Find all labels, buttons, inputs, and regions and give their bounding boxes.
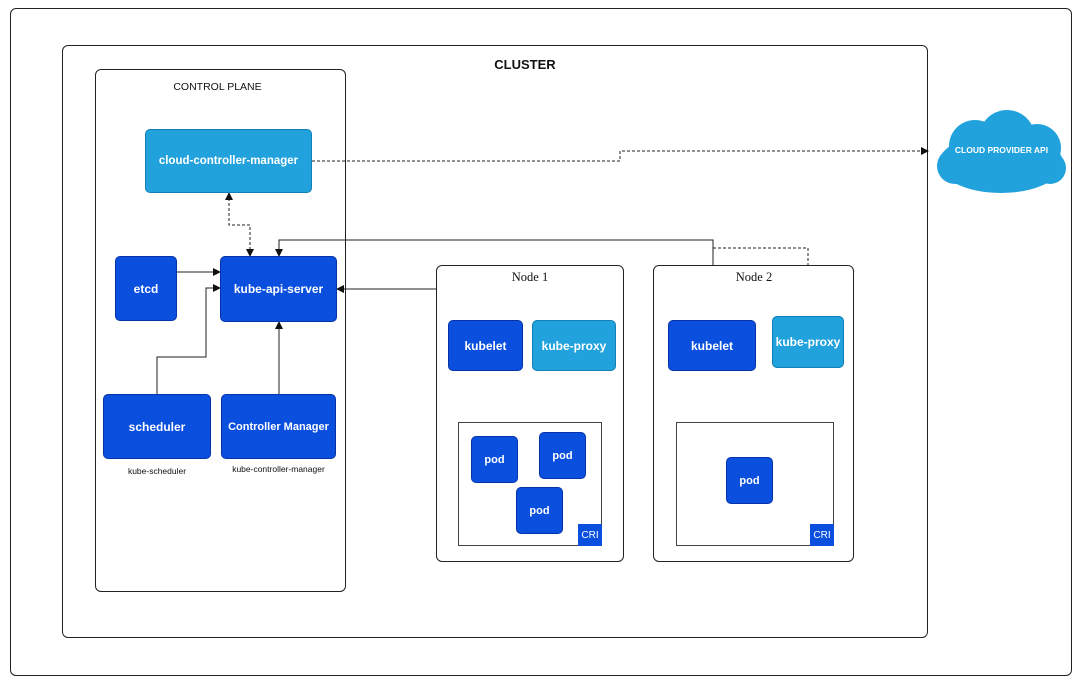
node2-kube-proxy-box[interactable]: kube-proxy (772, 316, 844, 368)
node1-kube-proxy-box[interactable]: kube-proxy (532, 320, 616, 371)
etcd-box[interactable]: etcd (115, 256, 177, 321)
cloud-icon (937, 110, 1066, 193)
cloud-provider-label: CLOUD PROVIDER API (954, 145, 1049, 155)
node2-title: Node 2 (735, 270, 773, 284)
cluster-title: CLUSTER (494, 57, 556, 72)
node1-kubelet-box[interactable]: kubelet (448, 320, 523, 371)
control-plane-title: CONTROL PLANE (173, 81, 262, 93)
node2-cri-badge: CRI (810, 524, 834, 546)
controller-manager-box[interactable]: Controller Manager (221, 394, 336, 459)
node2-kubelet-box[interactable]: kubelet (668, 320, 756, 371)
node1-cri-badge: CRI (578, 524, 602, 546)
cloud-controller-manager-box[interactable]: cloud-controller-manager (145, 129, 312, 193)
node1-title: Node 1 (511, 270, 549, 284)
node1-pod[interactable]: pod (471, 436, 518, 483)
controller-manager-caption: kube-controller-manager (232, 464, 325, 474)
kube-api-server-box[interactable]: kube-api-server (220, 256, 337, 322)
scheduler-caption: kube-scheduler (127, 466, 187, 476)
node2-pod[interactable]: pod (726, 457, 773, 504)
cloud-provider-api[interactable]: CLOUD PROVIDER API (935, 108, 1068, 201)
node1-pod[interactable]: pod (516, 487, 563, 534)
scheduler-box[interactable]: scheduler (103, 394, 211, 459)
node1-pod[interactable]: pod (539, 432, 586, 479)
